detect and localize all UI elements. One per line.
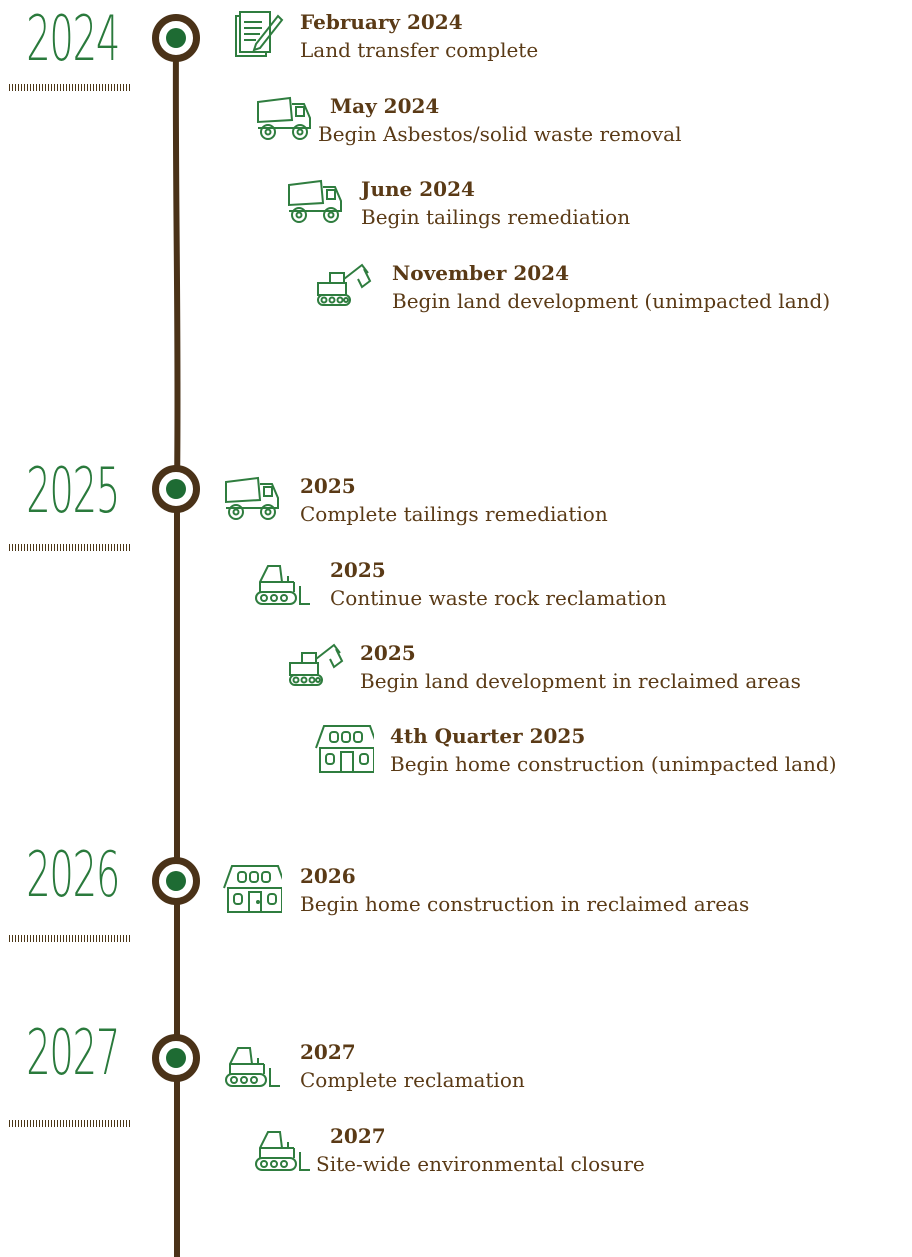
year-label-2024: 2024 xyxy=(26,2,120,75)
year-label-2025: 2025 xyxy=(26,454,120,527)
year-label-2026: 2026 xyxy=(26,838,120,911)
year-label-2027: 2027 xyxy=(26,1016,120,1089)
year-node xyxy=(152,857,200,905)
year-underline xyxy=(9,544,131,551)
dump-truck-icon xyxy=(254,92,314,144)
event-text: Site-wide environmental closure xyxy=(316,1152,645,1176)
document-pen-icon xyxy=(232,8,292,60)
excavator-icon xyxy=(284,639,344,691)
event-date: 2025 xyxy=(330,558,386,582)
event-text: Begin land development in reclaimed area… xyxy=(360,669,801,693)
event-date: 4th Quarter 2025 xyxy=(390,724,586,748)
year-underline xyxy=(9,84,131,91)
event-date: May 2024 xyxy=(330,94,440,118)
bulldozer-icon xyxy=(252,1122,312,1174)
year-underline xyxy=(9,1120,131,1127)
event-date: 2027 xyxy=(300,1040,356,1064)
event-text: Land transfer complete xyxy=(300,38,539,62)
bulldozer-icon xyxy=(252,556,312,608)
event-text: Continue waste rock reclamation xyxy=(330,586,667,610)
event-date: June 2024 xyxy=(361,177,475,201)
excavator-icon xyxy=(312,259,372,311)
node-dot xyxy=(166,871,186,891)
event-date: 2025 xyxy=(300,474,356,498)
year-node xyxy=(152,465,200,513)
year-node xyxy=(152,14,200,62)
event-date: 2027 xyxy=(330,1124,386,1148)
event-text: Complete tailings remediation xyxy=(300,502,608,526)
node-dot xyxy=(166,28,186,48)
event-date: 2026 xyxy=(300,864,356,888)
event-date: 2025 xyxy=(360,641,416,665)
event-text: Begin home construction in reclaimed are… xyxy=(300,892,750,916)
event-text: Begin Asbestos/solid waste removal xyxy=(318,122,682,146)
dump-truck-icon xyxy=(285,175,345,227)
bulldozer-icon xyxy=(222,1038,282,1090)
house-icon xyxy=(314,722,374,774)
event-date: November 2024 xyxy=(392,261,570,285)
event-text: Begin land development (unimpacted land) xyxy=(392,289,831,313)
event-text: Complete reclamation xyxy=(300,1068,525,1092)
year-node xyxy=(152,1034,200,1082)
house-icon xyxy=(222,862,282,914)
year-underline xyxy=(9,935,131,942)
event-text: Begin tailings remediation xyxy=(361,205,631,229)
event-date: February 2024 xyxy=(300,10,463,34)
event-text: Begin home construction (unimpacted land… xyxy=(390,752,837,776)
node-dot xyxy=(166,1048,186,1068)
node-dot xyxy=(166,479,186,499)
dump-truck-icon xyxy=(222,472,282,524)
